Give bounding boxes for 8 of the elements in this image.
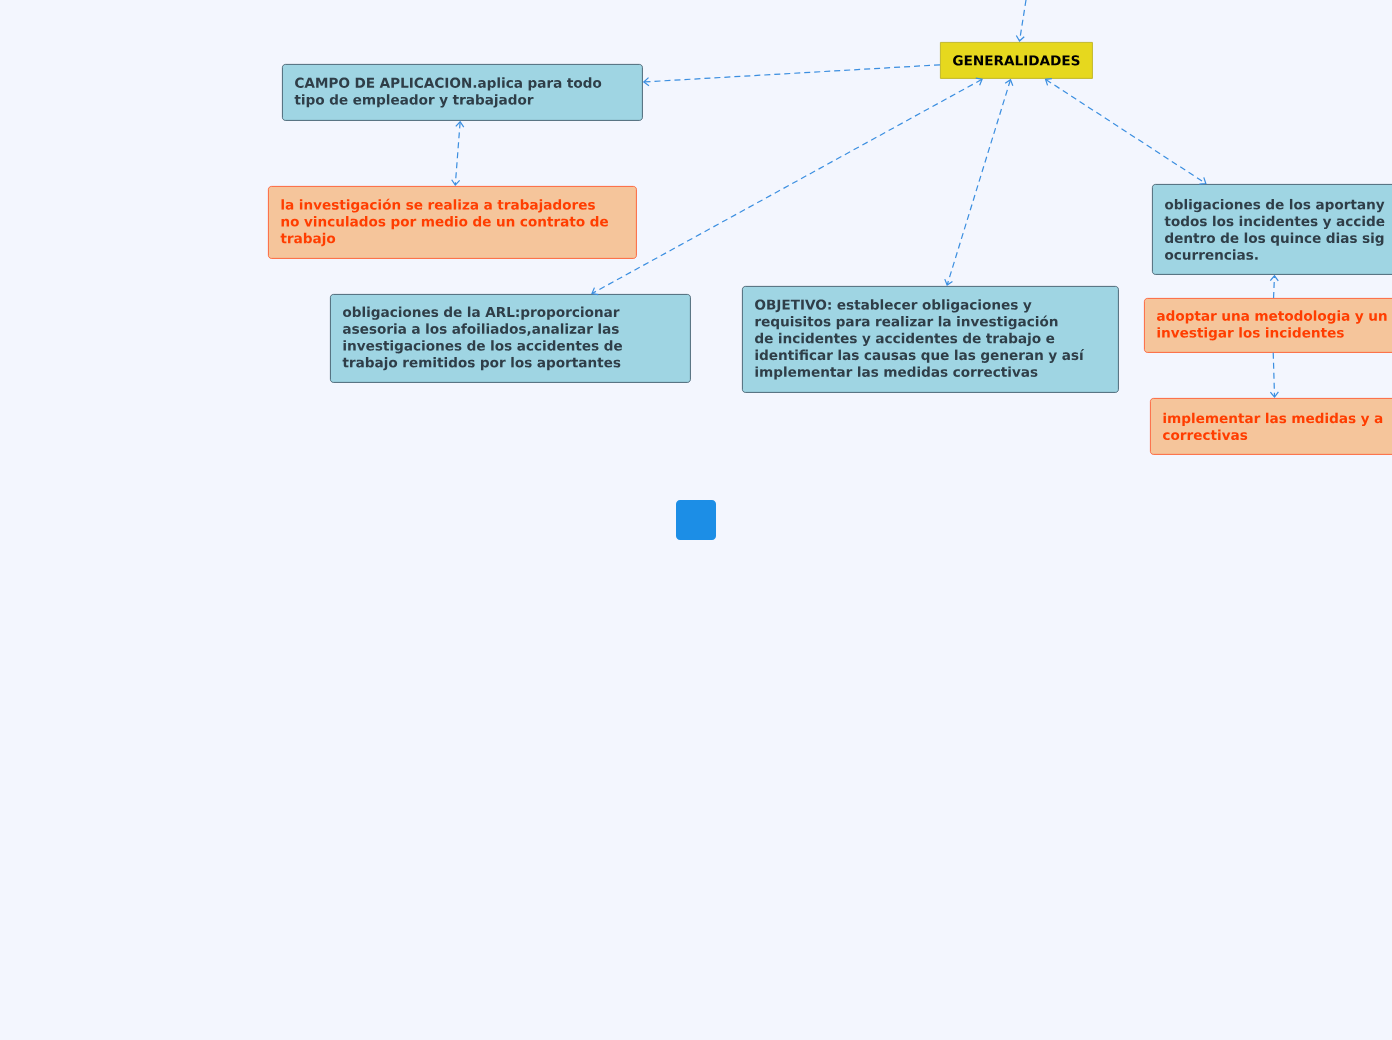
arrow (1269, 352, 1279, 398)
arrow (642, 64, 941, 87)
arrow (1015, 0, 1027, 42)
arrow (1044, 78, 1207, 185)
arrow (1269, 274, 1279, 299)
arrow (591, 77, 983, 296)
arrow (944, 78, 1014, 286)
arrow (451, 120, 465, 186)
